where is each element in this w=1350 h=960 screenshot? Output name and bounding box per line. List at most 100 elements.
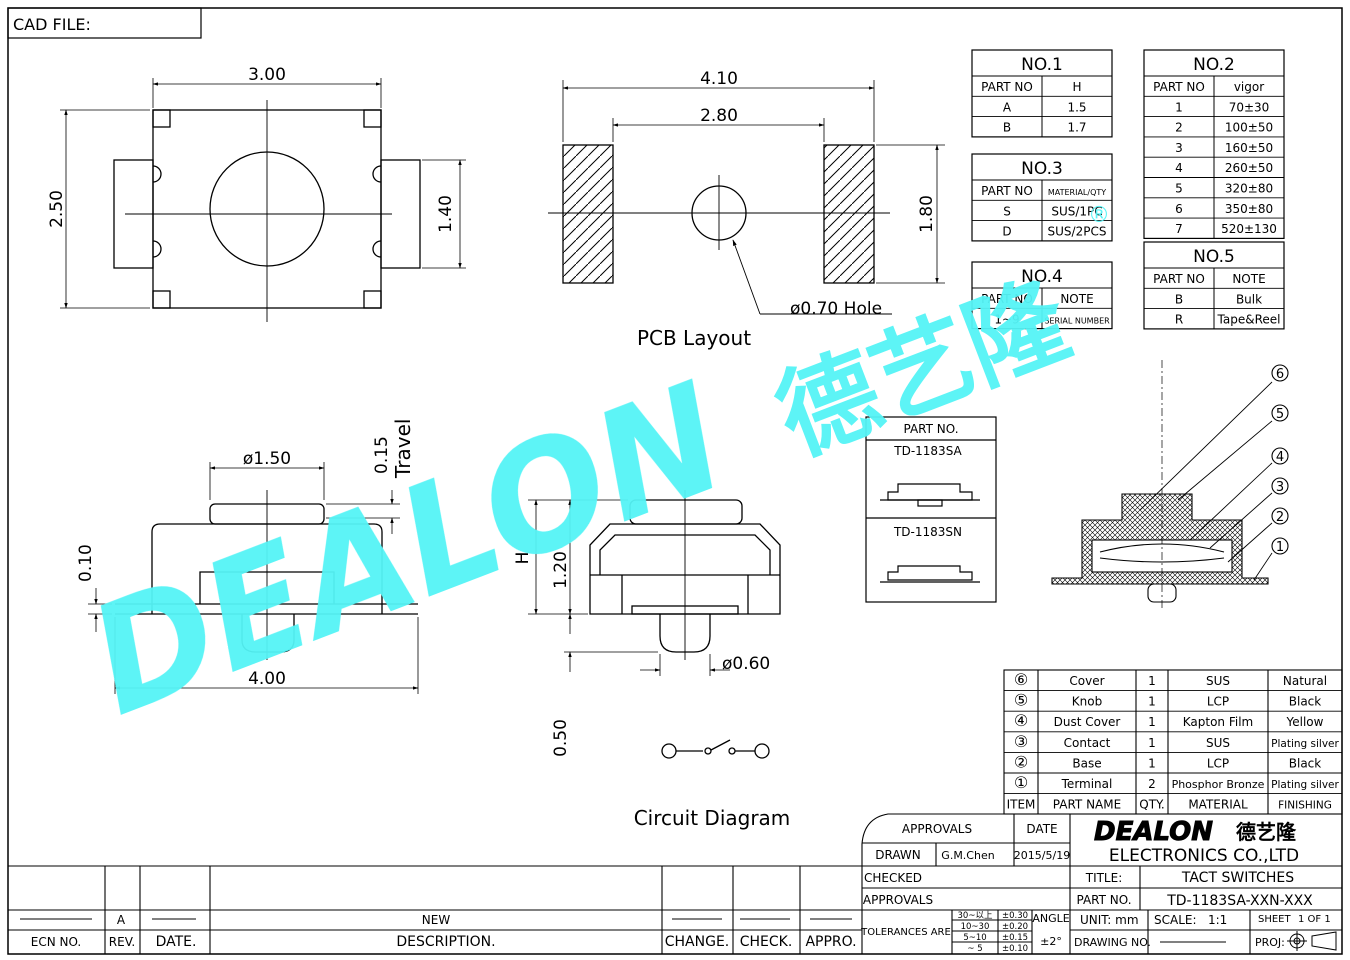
bom-cell: ② — [1014, 752, 1028, 771]
tol-value: ±0.30 — [1002, 911, 1028, 921]
tb-proj: PROJ: — [1255, 936, 1285, 949]
table-cell: 160±50 — [1225, 141, 1273, 155]
tb-angle: ANGLE — [1032, 912, 1069, 925]
bom-cell: 1 — [1148, 695, 1156, 709]
travel-label: Travel — [391, 419, 415, 479]
watermark-latin: DEALON — [69, 351, 748, 750]
tb-part-no: TD-1183SA-XXN-XXX — [1166, 893, 1313, 909]
tb-tolerances: TOLERANCES ARE — [860, 927, 951, 938]
table-cell: 3 — [1175, 141, 1183, 155]
sheet-border — [7, 7, 1343, 955]
tol-value: ±0.10 — [1002, 944, 1028, 954]
tb-sheet-val: 1 OF 1 — [1298, 914, 1331, 925]
table-cell: B — [1175, 292, 1183, 306]
dim-post-dia: ø0.60 — [722, 654, 770, 674]
tb-scale-val: 1:1 — [1208, 913, 1227, 927]
title-block-lines — [8, 813, 1342, 954]
bom-cell: SUS — [1206, 674, 1230, 688]
bom-cell: 2 — [1148, 777, 1156, 791]
rev-head-date: DATE. — [156, 934, 197, 950]
callout-circle — [1271, 537, 1289, 555]
table-cell: 70±30 — [1229, 100, 1270, 114]
tol-range: 30~以上 — [958, 911, 993, 921]
table-cell: B — [1003, 121, 1011, 135]
dim-travel: 0.15 — [372, 436, 392, 474]
table-cell: SUS/1PC — [1051, 204, 1102, 218]
part-box-sa: TD-1183SA — [893, 444, 962, 458]
watermark-reg: ® — [1088, 203, 1110, 228]
table-cell: 1.5 — [1067, 100, 1086, 114]
bom-cell: Cover — [1069, 674, 1104, 688]
bom-cell: ⑥ — [1014, 670, 1028, 689]
callout-number: 3 — [1276, 480, 1284, 495]
bom-cell: Black — [1289, 756, 1322, 770]
table-cell: 5 — [1175, 182, 1183, 196]
callout-circle — [1271, 404, 1289, 422]
tb-title: TACT SWITCHES — [1181, 870, 1294, 886]
dim-pcb-inner: 2.80 — [700, 106, 738, 126]
callout-leaders — [1139, 381, 1273, 581]
table-header-cell: MATERIAL/QTY — [1048, 188, 1106, 197]
table-cell: 1.7 — [1067, 121, 1086, 135]
dim-base-thickness: 0.10 — [76, 544, 96, 582]
circuit-symbol — [661, 739, 770, 759]
table-cell: Tape&Reel — [1217, 313, 1281, 327]
callout-number: 4 — [1276, 450, 1284, 465]
table-cell: Bulk — [1236, 292, 1262, 306]
table-cell: 4 — [1175, 161, 1183, 175]
dim-top-height: 2.50 — [47, 190, 67, 228]
bom-cell: 1 — [1148, 715, 1156, 729]
bom-cell: Natural — [1283, 674, 1327, 688]
table-title: NO.1 — [1021, 55, 1063, 75]
table-header-cell: H — [1072, 80, 1081, 94]
table-cell: 260±50 — [1225, 161, 1273, 175]
rev-desc: NEW — [422, 913, 451, 927]
cad-file-box — [7, 7, 202, 39]
table-cell: D — [1002, 225, 1011, 239]
watermark: DEALON 德艺隆 ® — [69, 203, 1110, 750]
tb-drawn: DRAWN — [875, 848, 921, 862]
table-title: NO.3 — [1021, 159, 1063, 179]
bom-cell: Contact — [1064, 736, 1111, 750]
bom-cell: ③ — [1014, 732, 1028, 751]
part-box-title: PART NO. — [903, 422, 958, 436]
table-cell: 6 — [1175, 202, 1183, 216]
table-cell: 350±80 — [1225, 202, 1273, 216]
table-header-cell: PART NO — [981, 292, 1033, 306]
bom-header-cell: MATERIAL — [1188, 798, 1248, 812]
table-header-cell: NOTE — [1060, 292, 1093, 306]
table-cell: SERIAL NUMBER — [1044, 316, 1110, 325]
table-cell: A — [1003, 100, 1012, 114]
table-header-cell: NOTE — [1232, 272, 1265, 286]
table-title: NO.5 — [1193, 247, 1235, 267]
bom-cell: Dust Cover — [1054, 715, 1121, 729]
bom-cell: ① — [1014, 773, 1028, 792]
tol-range: 10~30 — [961, 922, 990, 932]
table-cell: 1~9 — [994, 312, 1019, 326]
top-view — [60, 78, 466, 322]
tol-value: ±0.20 — [1002, 922, 1028, 932]
tb-title-label: TITLE: — [1085, 871, 1123, 885]
table-cell: 100±50 — [1225, 121, 1273, 135]
side-view — [88, 462, 419, 694]
dim-pcb-height: 1.80 — [917, 195, 937, 233]
dim-top-width: 3.00 — [248, 65, 286, 85]
dim-button-dia: ø1.50 — [243, 449, 291, 469]
part-box-sn: TD-1183SN — [893, 525, 962, 539]
tb-drawn-date: 2015/5/19 — [1014, 849, 1070, 862]
table-cell: R — [1175, 313, 1183, 327]
bom-cell: Kapton Film — [1183, 715, 1253, 729]
bom-header-cell: QTY. — [1139, 798, 1165, 812]
callout-number: 6 — [1276, 367, 1284, 382]
tol-range: 5~10 — [963, 933, 986, 943]
bom-cell: 1 — [1148, 756, 1156, 770]
table-cell: 7 — [1175, 222, 1183, 236]
bom-header-cell: ITEM — [1007, 798, 1036, 812]
dim-front-height: 1.20 — [551, 551, 571, 589]
tb-part-no-label: PART NO. — [1076, 893, 1131, 907]
bom-cell: LCP — [1207, 695, 1229, 709]
